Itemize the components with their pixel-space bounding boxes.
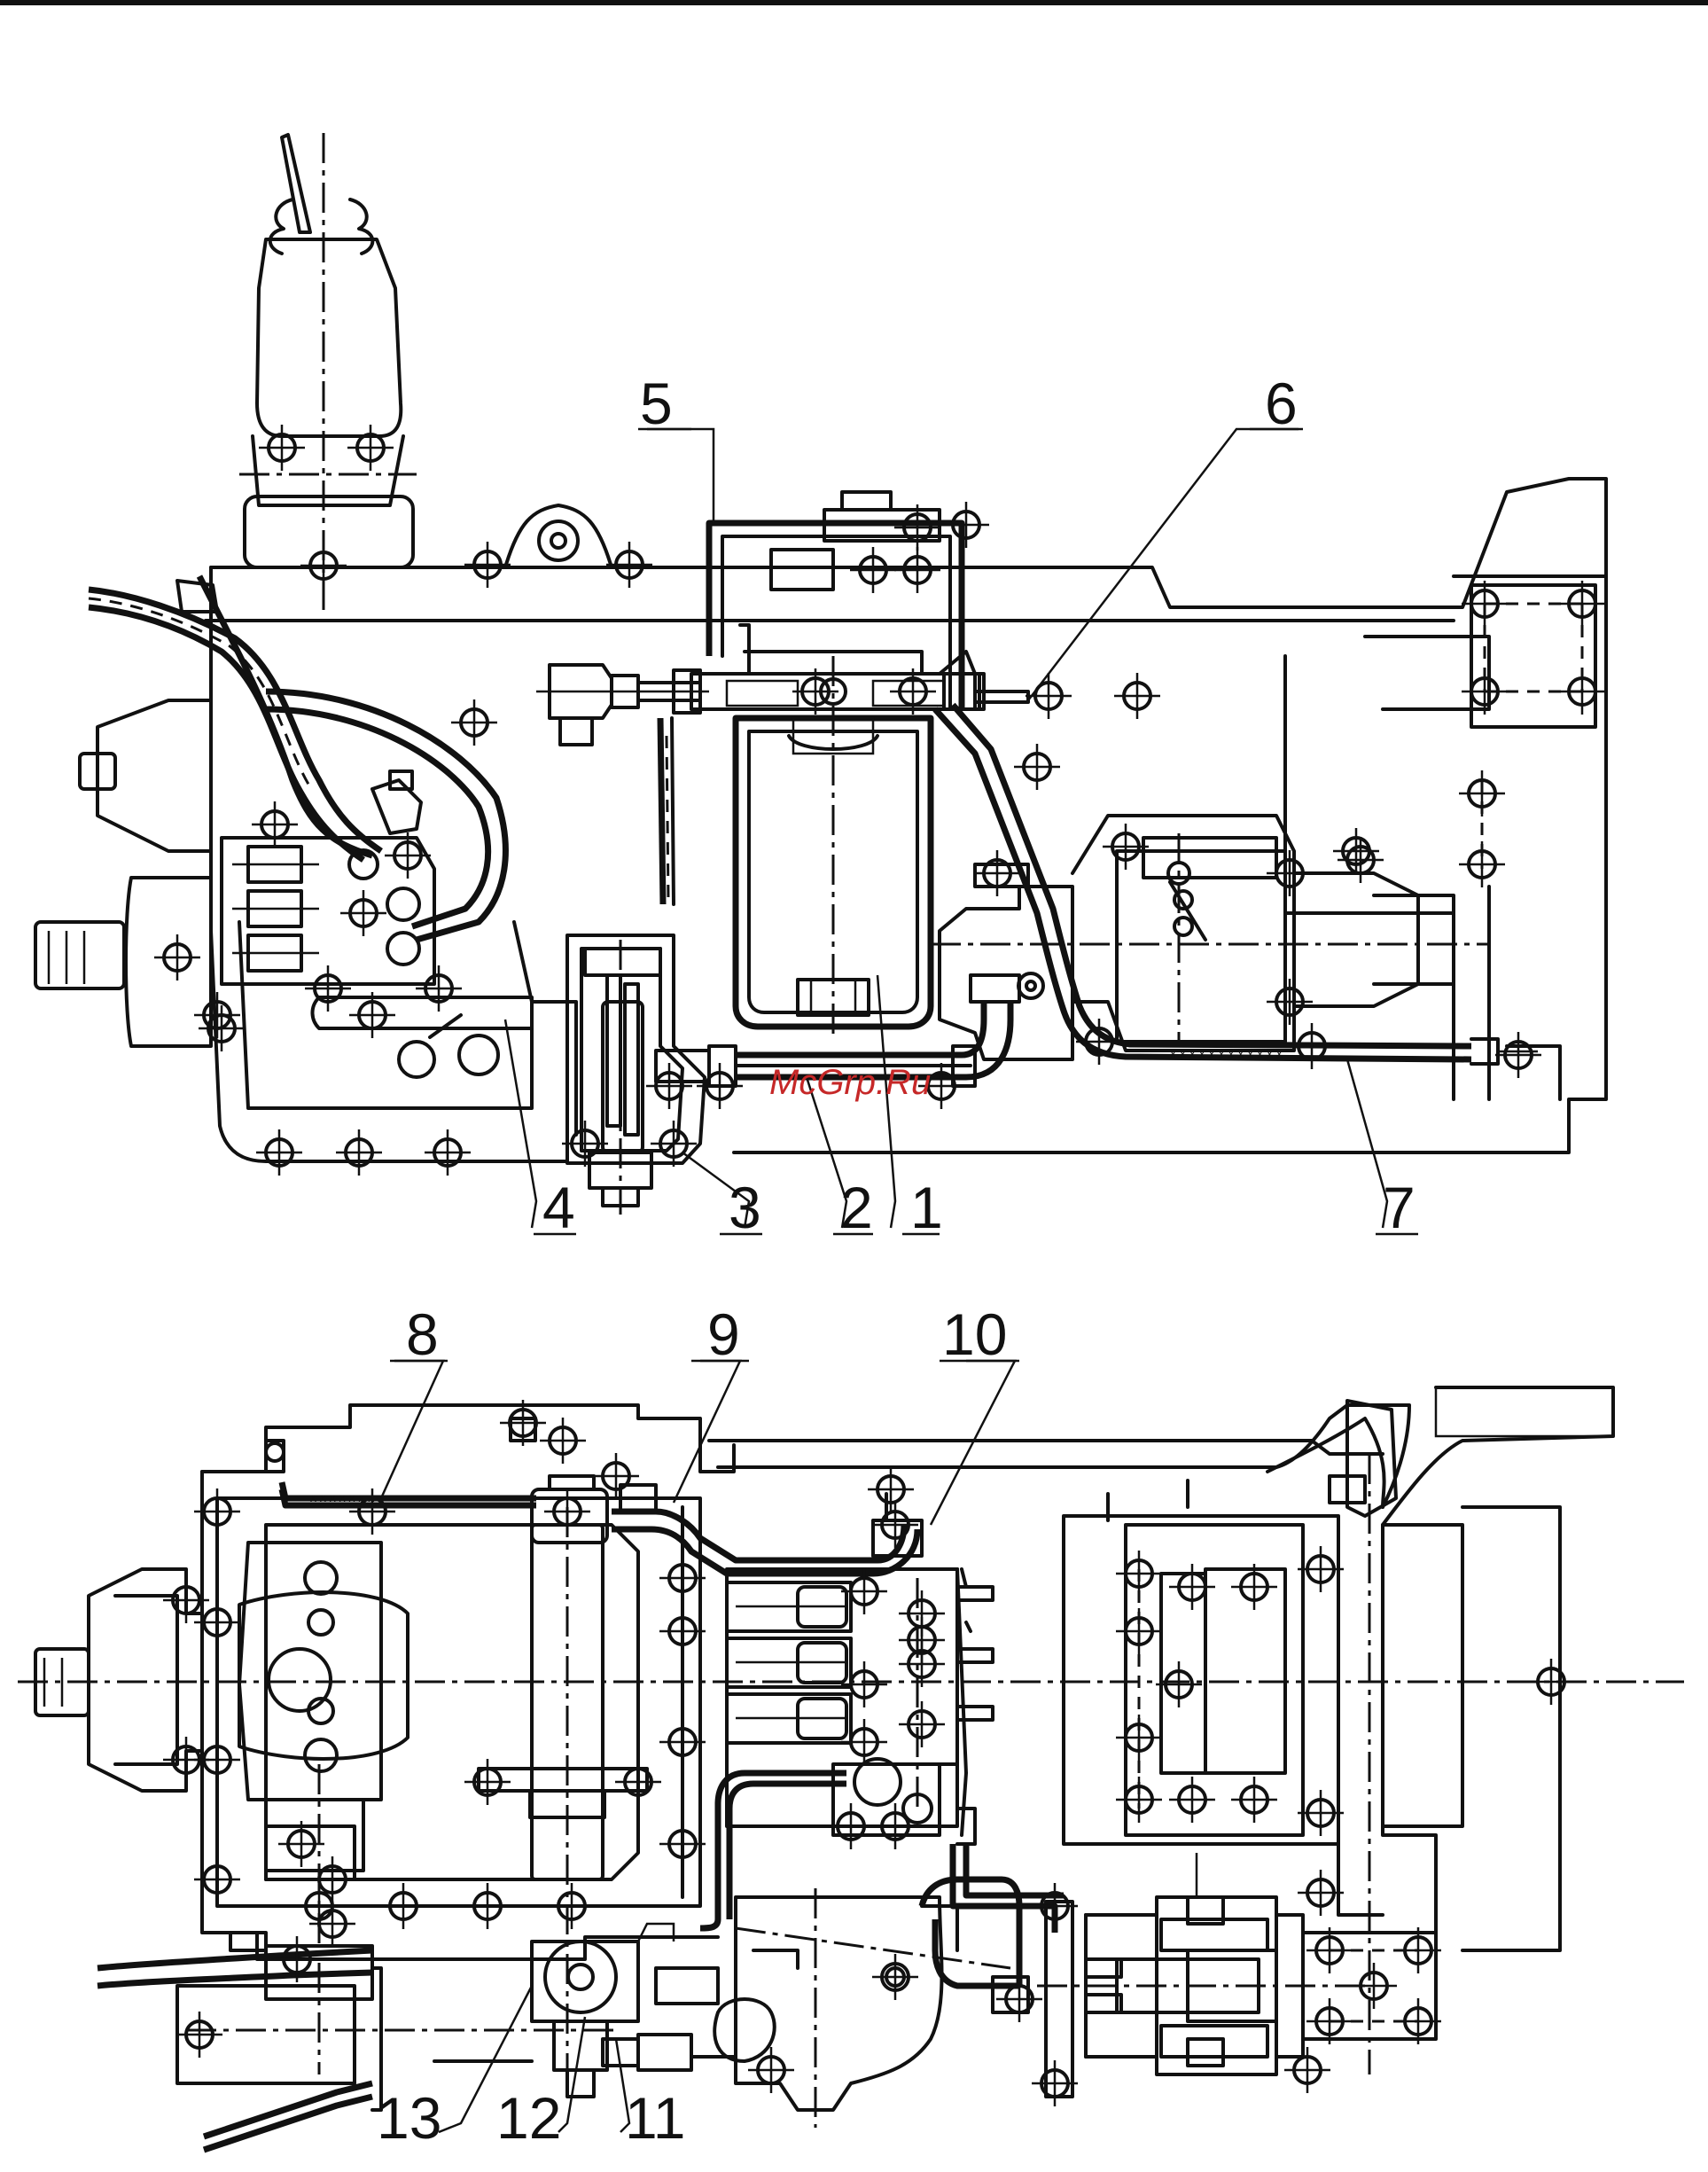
pressure-hose: x x x x x x x [266,1441,922,1574]
hose-bundle [89,576,505,940]
vertical-cylinder [464,1507,661,2074]
distributor-block [727,1568,993,1849]
callout-11: 11 [625,2085,686,2151]
strainer-housing [562,935,705,1215]
callout-5: 5 [640,371,673,436]
output-flange [1032,1853,1441,2106]
filter-bracket [709,492,989,709]
svg-text:x x x x x x x: x x x x x x x [310,1490,374,1504]
pressure-sensor [536,665,709,745]
callout-4: 4 [542,1175,575,1240]
lower-filter-group [434,1924,775,2097]
callout-7: 7 [1383,1175,1416,1240]
callout-10: 10 [942,1301,1007,1367]
callout-6: 6 [1265,371,1298,436]
callout-12: 12 [496,2085,561,2151]
callout-2: 2 [840,1175,873,1240]
callouts-bottom: 8 9 10 13 12 11 [377,1301,1007,2151]
callout-13: 13 [377,2085,441,2151]
bottom-view: x x x x x x x [18,1301,1684,2151]
callout-9: 9 [707,1301,740,1367]
callout-3: 3 [729,1175,761,1240]
vertical-pipe [660,718,674,904]
top-view: x x x x x x x x x x x x [35,133,1606,1240]
supply-pipe [700,1773,1064,1933]
watermark: McGrp.Ru [769,1063,931,1102]
callout-8: 8 [406,1301,439,1367]
callout-1: 1 [910,1175,943,1240]
mount-bracket [464,505,652,588]
pump-housing [736,1879,1042,2128]
gear-lever-boot [239,133,417,612]
svg-text:x x x x x x x x x x: x x x x x x x x x x x x [1170,1046,1283,1060]
